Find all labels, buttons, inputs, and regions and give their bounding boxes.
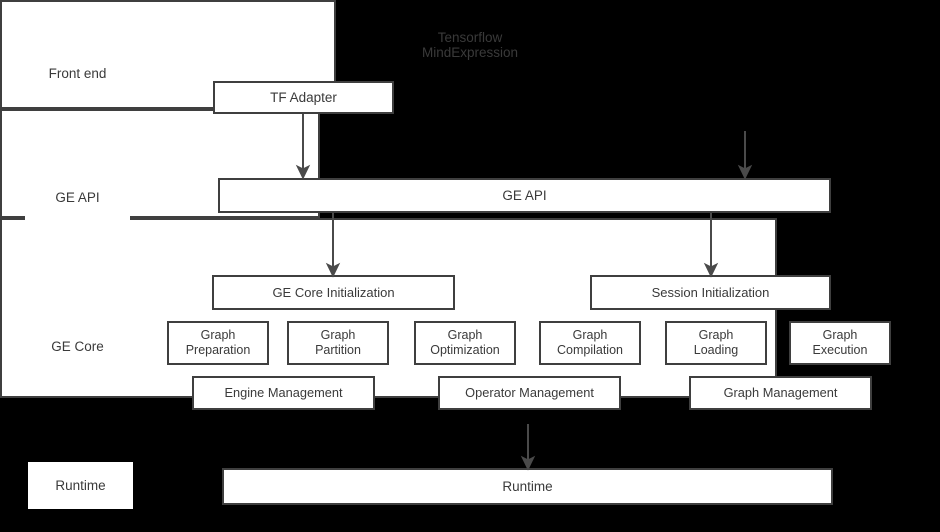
module-graph-execution[interactable]: Graph Execution xyxy=(789,321,891,365)
layer-label-ge-core: GE Core xyxy=(25,323,130,371)
layer-label-runtime: Runtime xyxy=(28,462,133,509)
layer-label-ge-api: GE API xyxy=(25,175,130,221)
module-label: Graph Loading xyxy=(693,328,739,357)
management-engine[interactable]: Engine Management xyxy=(192,376,375,410)
module-graph-loading[interactable]: Graph Loading xyxy=(665,321,767,365)
session-initialization-box[interactable]: Session Initialization xyxy=(590,275,831,310)
layer-label-text: GE API xyxy=(55,190,100,206)
layer-label-text: Runtime xyxy=(55,477,106,493)
layer-label-text: GE Core xyxy=(51,339,104,355)
ge-core-initialization-box[interactable]: GE Core Initialization xyxy=(212,275,455,310)
layer-label-front-end: Front end xyxy=(25,50,130,97)
ge-api-bar[interactable]: GE API xyxy=(218,178,831,213)
management-operator[interactable]: Operator Management xyxy=(438,376,621,410)
tf-adapter-label: TF Adapter xyxy=(270,89,337,105)
module-label: Graph Preparation xyxy=(185,328,251,357)
runtime-bar[interactable]: Runtime xyxy=(222,468,833,505)
ge-core-initialization-label: GE Core Initialization xyxy=(272,284,395,300)
management-label: Engine Management xyxy=(224,385,343,401)
mindexpression-title: MindExpression xyxy=(421,45,519,60)
session-initialization-label: Session Initialization xyxy=(651,284,770,300)
ge-api-bar-label: GE API xyxy=(502,187,547,203)
management-graph[interactable]: Graph Management xyxy=(689,376,872,410)
tensorflow-title: Tensorflow xyxy=(437,30,503,45)
management-label: Operator Management xyxy=(465,385,594,401)
module-graph-compilation[interactable]: Graph Compilation xyxy=(539,321,641,365)
module-label: Graph Compilation xyxy=(556,328,623,357)
management-label: Graph Management xyxy=(723,385,838,401)
tf-adapter-box[interactable]: TF Adapter xyxy=(213,81,394,114)
module-label: Graph Partition xyxy=(315,328,361,357)
module-label: Graph Optimization xyxy=(430,328,500,357)
module-label: Graph Execution xyxy=(812,328,868,357)
module-graph-preparation[interactable]: Graph Preparation xyxy=(167,321,269,365)
module-graph-partition[interactable]: Graph Partition xyxy=(287,321,389,365)
runtime-bar-label: Runtime xyxy=(502,478,553,494)
layer-label-text: Front end xyxy=(48,65,107,81)
module-graph-optimization[interactable]: Graph Optimization xyxy=(414,321,516,365)
